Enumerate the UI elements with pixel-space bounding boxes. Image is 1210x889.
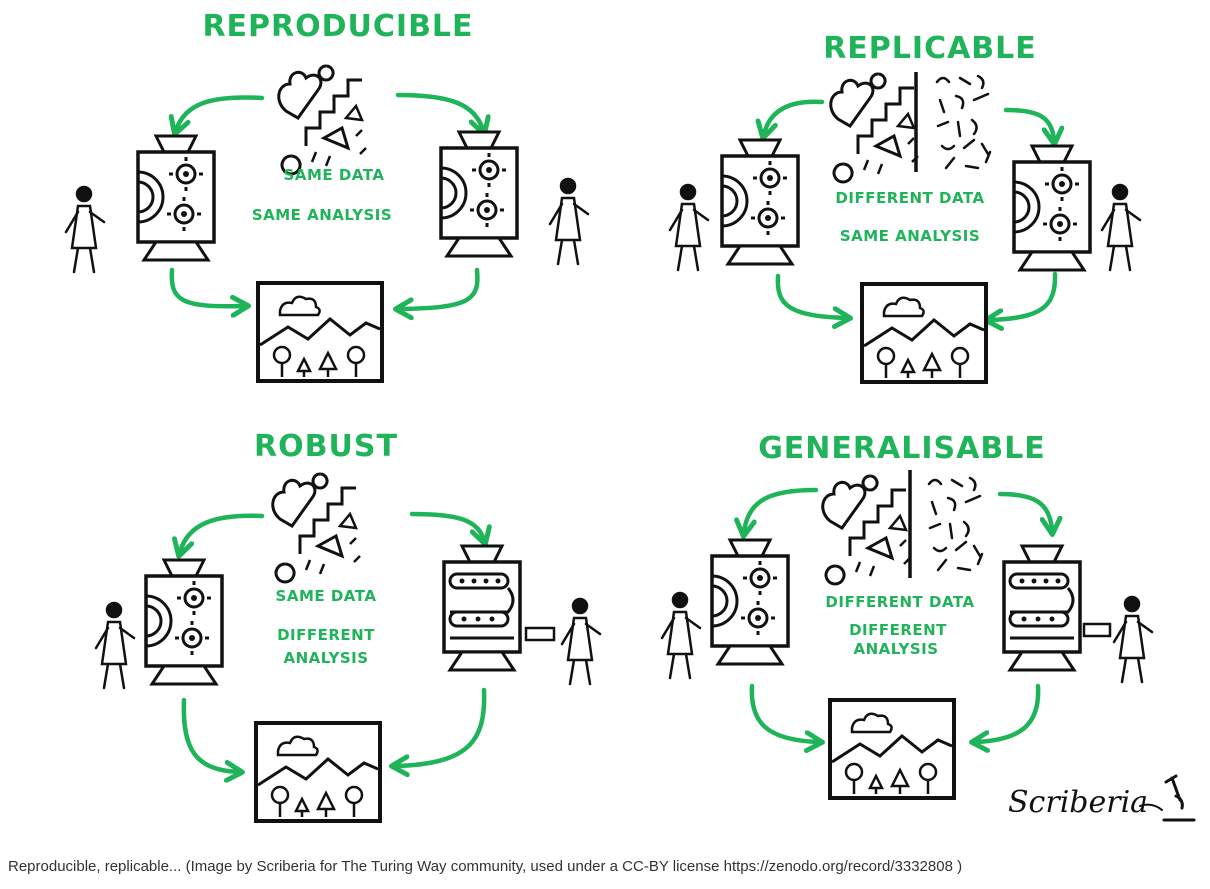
panel-replicable: REPLICABLE DIFFERENT DATA SAME ANALYSIS [668,31,1142,384]
machine-gears-icon [1012,144,1092,272]
data-shapes-icon [271,472,362,584]
person-icon [1100,183,1142,272]
person-icon [94,601,136,690]
data-label: SAME DATA [284,166,385,184]
result-picture-icon [828,698,956,800]
data-scribbles-icon [927,476,984,572]
machine-gears-icon [144,558,224,686]
panel-generalisable: GENERALISABLE DIFFERENT DATA DIFFERENT A… [660,431,1154,800]
data-shapes-icon [829,72,920,184]
panel-title: REPLICABLE [823,31,1037,66]
person-icon [64,185,106,274]
person-icon [548,177,590,266]
result-picture-icon [256,281,384,383]
analysis-label-line-2: ANALYSIS [283,649,368,667]
analysis-label: SAME ANALYSIS [252,206,392,224]
panel-title: REPRODUCIBLE [202,9,473,44]
panel-title: ROBUST [254,429,398,464]
machine-gears-icon [439,130,519,258]
data-label: DIFFERENT DATA [825,593,974,611]
machine-gears-icon [720,138,800,266]
machine-conveyor-icon [1002,544,1082,672]
analysis-label-line-1: DIFFERENT [849,621,947,639]
panel-robust: ROBUST SAME DATA DIFFERENT ANALYSIS [94,429,602,823]
data-shapes-icon [277,64,368,176]
result-picture-icon [254,721,382,823]
analysis-label: SAME ANALYSIS [840,227,980,245]
image-caption: Reproducible, replicable... (Image by Sc… [8,858,963,875]
analysis-label-line-1: DIFFERENT [277,626,375,644]
panel-title: GENERALISABLE [758,431,1046,466]
data-label: SAME DATA [276,587,377,605]
scriberia-signature: Scriberia [1008,785,1148,820]
data-scribbles-icon [935,74,992,170]
data-shapes-icon [821,474,912,586]
result-picture-icon [860,282,988,384]
panel-reproducible: REPRODUCIBLE SAME DATA SAME ANALYSIS [64,9,590,383]
person-icon [560,597,602,686]
machine-gears-icon [136,134,216,262]
machine-conveyor-icon [442,544,522,672]
research-types-diagram: REPRODUCIBLE SAME DATA SAME ANALYSIS REP… [64,9,1196,823]
microscope-icon [1139,774,1196,822]
analysis-label-line-2: ANALYSIS [853,640,938,658]
person-icon [668,183,710,272]
machine-gears-icon [710,538,790,666]
data-label: DIFFERENT DATA [835,189,984,207]
person-icon [660,591,702,680]
person-icon [1112,595,1154,684]
